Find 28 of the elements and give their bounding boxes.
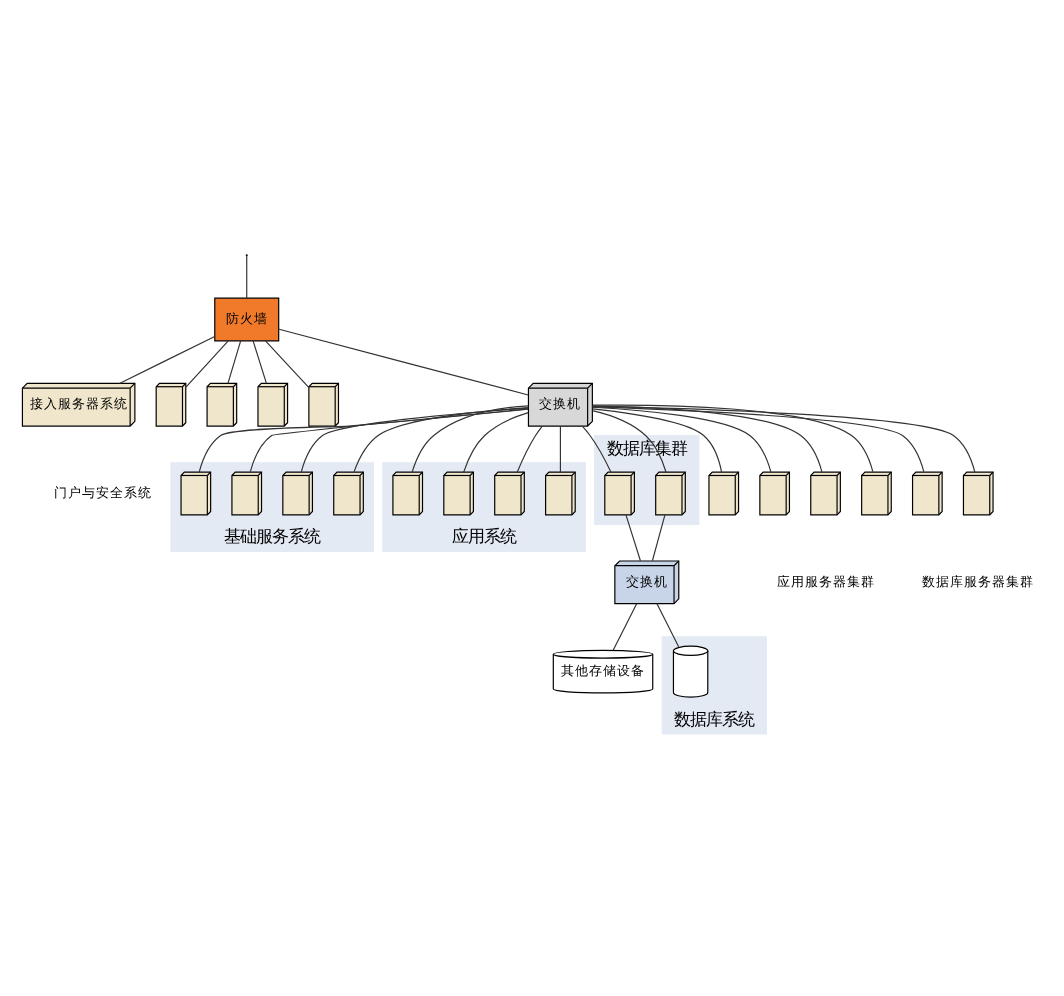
connector bbox=[651, 513, 666, 561]
connector bbox=[300, 406, 529, 472]
connector bbox=[625, 513, 641, 561]
connector bbox=[581, 424, 612, 472]
connector bbox=[463, 411, 529, 472]
connector bbox=[118, 334, 216, 383]
connector bbox=[278, 327, 529, 395]
connector bbox=[592, 403, 874, 472]
cluster: 基础服务系统 bbox=[170, 461, 374, 552]
connector bbox=[198, 407, 529, 472]
connector bbox=[185, 339, 229, 387]
cluster: 应用系统 bbox=[382, 461, 586, 552]
connector bbox=[249, 407, 529, 472]
cluster: 数据库集群 bbox=[594, 433, 700, 524]
connector bbox=[592, 405, 772, 472]
connector bbox=[612, 602, 638, 650]
connector bbox=[592, 404, 823, 472]
connector bbox=[246, 254, 248, 298]
connector bbox=[591, 407, 723, 472]
connector bbox=[559, 424, 561, 472]
connector bbox=[656, 602, 680, 647]
connector bbox=[353, 406, 529, 472]
connector bbox=[516, 424, 543, 472]
connector bbox=[411, 404, 529, 472]
connector bbox=[227, 339, 242, 383]
connector bbox=[591, 409, 667, 472]
cluster: 数据库系统 bbox=[661, 635, 767, 734]
connector bbox=[252, 339, 267, 383]
